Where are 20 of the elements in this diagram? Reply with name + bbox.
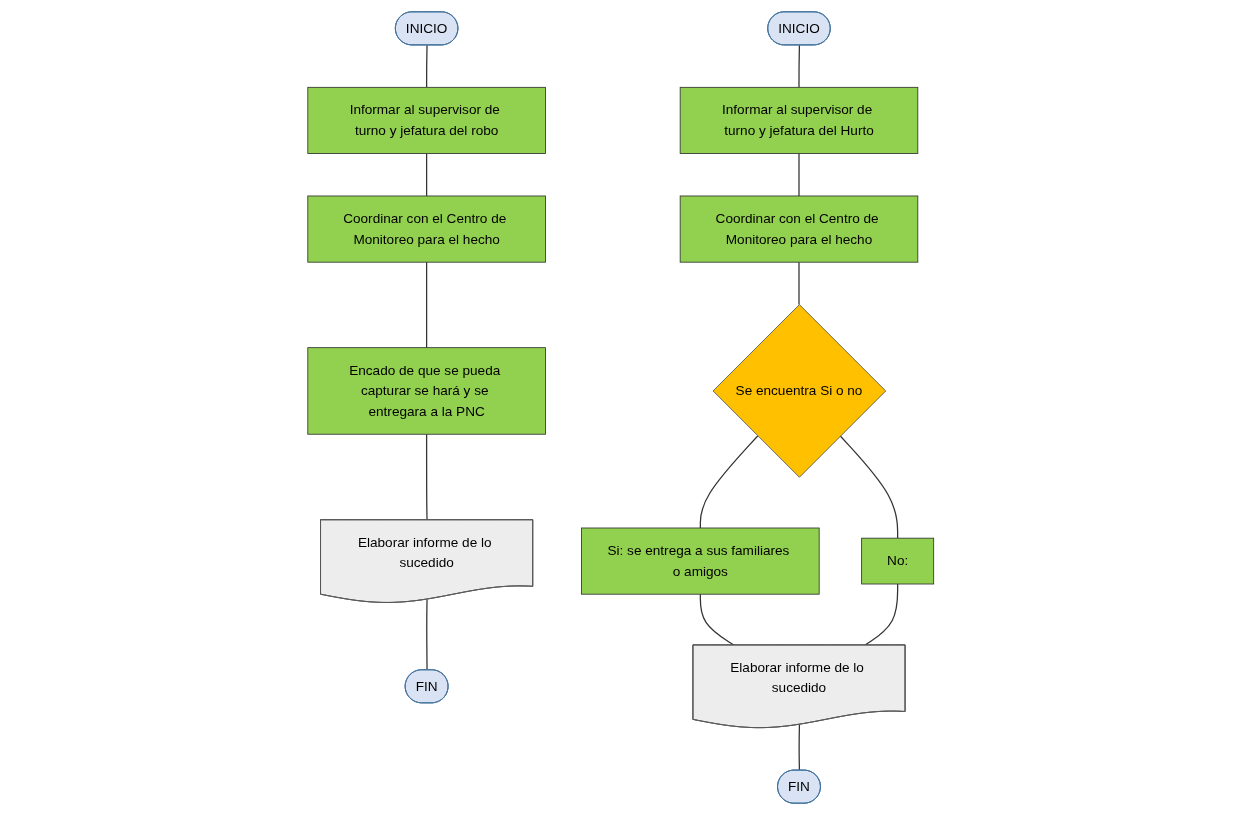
connector	[426, 433, 428, 521]
node-box: Coordinar con el Centro de Monitoreo para el hecho	[307, 195, 547, 263]
connector	[839, 435, 899, 539]
node-box: Si: se entrega a sus familiares o amigos	[581, 527, 820, 595]
connector	[864, 583, 899, 646]
node-box: Informar al supervisor de turno y jefatura del Hurto	[680, 86, 919, 154]
connector	[426, 152, 428, 197]
connector	[798, 152, 800, 197]
connector	[426, 261, 428, 349]
connector	[699, 435, 759, 529]
node-box: Encado de que se pueda capturar se hará y se entregara a la PNC	[307, 347, 547, 435]
connector	[798, 44, 801, 88]
connector	[426, 598, 428, 671]
connector	[798, 261, 800, 306]
connector	[798, 724, 801, 772]
node-box: No:	[861, 537, 935, 585]
connector	[426, 44, 428, 88]
node-diamond: Se encuentra Si o no	[712, 304, 887, 478]
node-box: Informar al supervisor de turno y jefatura del robo	[307, 86, 547, 154]
node-box: Coordinar con el Centro de Monitoreo para el hecho	[680, 195, 919, 263]
